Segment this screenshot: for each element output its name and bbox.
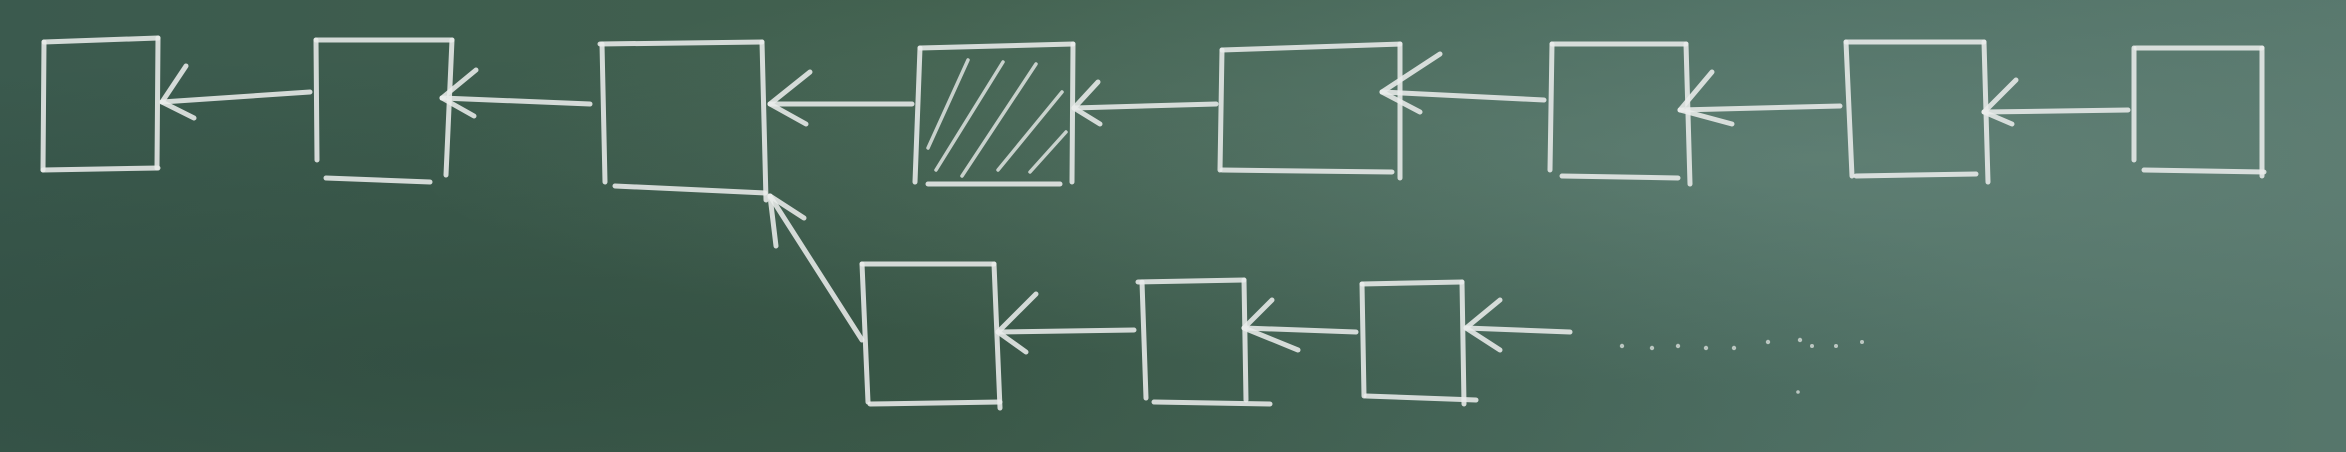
main-block-8 bbox=[2131, 45, 2267, 179]
fork-block-3 bbox=[1359, 279, 1479, 407]
fork-block-1 bbox=[859, 261, 1003, 411]
arrow-left-icon bbox=[1071, 79, 1219, 127]
arrow-left-icon bbox=[1379, 51, 1547, 115]
continuation-dots-icon bbox=[1619, 337, 1864, 394]
arrow-left-icon bbox=[439, 67, 593, 119]
main-block-4-highlighted bbox=[912, 41, 1076, 187]
arrow-left-icon bbox=[1677, 69, 1843, 127]
main-block-2 bbox=[313, 37, 455, 185]
main-block-1 bbox=[40, 35, 161, 173]
main-block-6 bbox=[1547, 41, 1693, 187]
main-block-5 bbox=[1217, 41, 1403, 181]
hatch-shading bbox=[926, 58, 1068, 178]
arrow-left-icon bbox=[995, 291, 1137, 355]
main-chain-links bbox=[159, 51, 2131, 127]
arrow-left-icon bbox=[159, 63, 313, 121]
arrow-left-icon bbox=[1241, 297, 1359, 353]
main-chain bbox=[40, 35, 2267, 203]
fork-block-2 bbox=[1135, 277, 1273, 407]
fork-branch-arrow-icon bbox=[767, 193, 865, 343]
fork-chain bbox=[859, 261, 1479, 411]
arrow-left-icon bbox=[767, 69, 915, 127]
main-block-7 bbox=[1843, 39, 1991, 185]
main-block-3 bbox=[597, 39, 769, 203]
arrow-left-icon bbox=[1463, 297, 1573, 353]
fork-chain-links bbox=[767, 193, 1573, 355]
arrow-left-icon bbox=[1981, 77, 2131, 127]
